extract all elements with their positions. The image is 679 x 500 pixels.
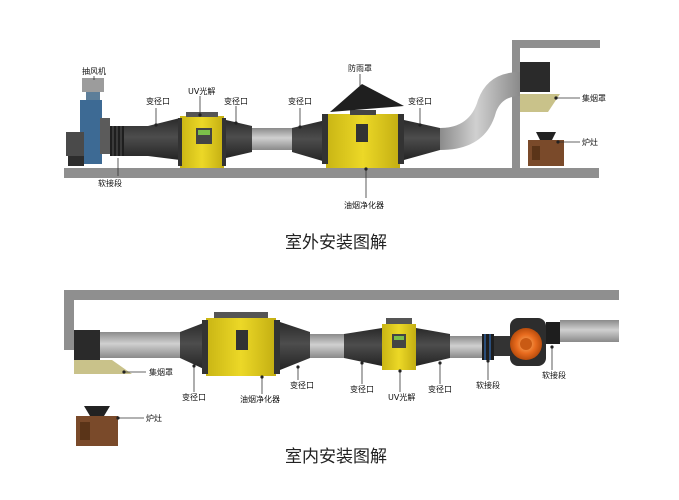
label-reducer-3: 变径口: [288, 96, 312, 106]
label-reducer-2: 变径口: [224, 96, 248, 106]
label-indoor-reducer-3: 变径口: [350, 384, 374, 394]
label-indoor-reducer-2: 变径口: [290, 380, 314, 390]
indoor-purifier: [202, 312, 280, 376]
indoor-title: 室内安装图解: [285, 447, 387, 467]
indoor-section: 集烟罩 炉灶 变径口 油烟净化器 变径口 变径口 UV光解 变径口 软接段 软接…: [64, 290, 619, 467]
label-stove: 炉灶: [582, 137, 598, 147]
label-indoor-soft-joint-2: 软接段: [542, 370, 566, 380]
outdoor-floor: [64, 168, 599, 178]
indoor-duct-1: [100, 332, 180, 358]
indoor-soft-joint-2: [546, 322, 560, 344]
indoor-left-wall: [64, 290, 74, 350]
outdoor-reducer-3: [292, 120, 326, 162]
label-indoor-stove: 炉灶: [146, 413, 162, 423]
indoor-ceiling: [64, 290, 619, 300]
label-uv-photolysis: UV光解: [188, 86, 215, 96]
outdoor-soft-joint: [110, 126, 124, 156]
label-smoke-hood: 集烟罩: [582, 93, 606, 103]
outdoor-uv-unit: [178, 112, 226, 168]
outdoor-section: 抽风机 变径口 UV光解 变径口 变径口 防雨罩 变径口 集烟罩 炉灶 软接段 …: [64, 40, 606, 253]
label-reducer-1: 变径口: [146, 96, 170, 106]
outdoor-reducer-2: [226, 120, 252, 158]
indoor-smoke-hood: [74, 360, 132, 374]
indoor-uv-unit: [382, 318, 416, 370]
outdoor-reducer-4: [404, 120, 440, 160]
outdoor-markers: [154, 96, 560, 171]
exhaust-fan: [66, 78, 110, 166]
indoor-soft-joint-1: [482, 334, 494, 360]
indoor-reducer-1: [180, 322, 206, 370]
outdoor-stove: [528, 132, 564, 166]
indoor-stove: [76, 406, 118, 446]
label-indoor-soft-joint: 软接段: [476, 380, 500, 390]
indoor-centrifugal-fan: [494, 318, 546, 366]
indoor-outlet-duct: [560, 320, 619, 342]
label-reducer-4: 变径口: [408, 96, 432, 106]
label-indoor-uv-photolysis: UV光解: [388, 392, 415, 402]
outdoor-purifier: [322, 84, 404, 168]
outdoor-hood-box: [520, 62, 550, 92]
indoor-leader-lines: [118, 346, 553, 419]
indoor-duct-2: [310, 334, 344, 358]
outdoor-title: 室外安装图解: [285, 233, 387, 253]
outdoor-smoke-hood: [520, 94, 560, 112]
outdoor-duct-mid: [252, 128, 292, 150]
label-rain-cover: 防雨罩: [348, 63, 372, 73]
outdoor-leader-lines: [93, 74, 580, 198]
indoor-reducer-3: [344, 328, 382, 366]
outdoor-reducer-1: [124, 118, 180, 160]
rain-cover: [330, 84, 404, 112]
label-soft-joint: 软接段: [98, 178, 122, 188]
label-indoor-oil-fume-purifier: 油烟净化器: [240, 394, 280, 404]
label-indoor-smoke-hood: 集烟罩: [149, 367, 173, 377]
indoor-markers: [116, 345, 554, 420]
indoor-reducer-4: [416, 328, 450, 366]
label-indoor-reducer-1: 变径口: [182, 392, 206, 402]
label-exhaust-fan: 抽风机: [82, 66, 106, 76]
label-indoor-reducer-4: 变径口: [428, 384, 452, 394]
indoor-duct-3: [450, 336, 482, 358]
outdoor-curved-duct: [440, 72, 520, 150]
indoor-hood-box: [74, 330, 100, 360]
label-oil-fume-purifier: 油烟净化器: [344, 200, 384, 210]
indoor-reducer-2: [280, 322, 310, 370]
